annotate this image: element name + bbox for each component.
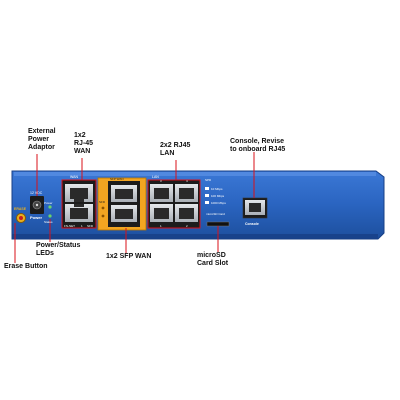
lan-rj45-callout-line2: LAN xyxy=(160,150,175,157)
console-label: Console xyxy=(245,222,259,226)
lan-bottom-1-label: 1 xyxy=(160,224,162,228)
sfp-port-bottom[interactable] xyxy=(111,205,137,222)
sfp-led-2 xyxy=(101,214,105,218)
sfp-side-label: SFD xyxy=(99,200,106,204)
wan-port-top[interactable] xyxy=(65,184,93,202)
speed-title-label: SPD xyxy=(205,178,212,182)
power-adaptor-callout-line3: Adaptor xyxy=(28,144,55,151)
power-adaptor-callout: External Power Adaptor xyxy=(28,128,56,152)
erase-button-core xyxy=(19,216,23,220)
microsd-callout-line2: Card Slot xyxy=(197,260,229,267)
sfp-led-1 xyxy=(101,206,105,210)
lan-top-4-label: 4 xyxy=(186,179,188,183)
dc-rating-label: 12 VDC xyxy=(30,191,43,195)
speed-1000-label: 1000 Mbps xyxy=(211,201,226,205)
lan-port-1[interactable] xyxy=(150,204,173,222)
lan-port-4[interactable] xyxy=(175,184,198,202)
power-led xyxy=(48,205,52,209)
sfp-wan-callout: 1x2 SFP WAN xyxy=(106,253,152,260)
erase-label: ERASE xyxy=(14,207,27,211)
console-callout-line2: to onboard RJ45 xyxy=(230,146,286,153)
lan-rj45-callout-line1: 2x2 RJ45 xyxy=(160,142,191,149)
lan-label: LAN xyxy=(152,175,159,179)
sfp-wan-label: SFP WAN xyxy=(110,177,124,181)
power-status-leds-callout: Power/Status LEDs xyxy=(36,242,80,258)
sfp-port-top[interactable] xyxy=(111,185,137,202)
erase-button-callout: Erase Button xyxy=(4,263,48,270)
panel-labels: ERASE 12 VDC Power Power Status WAN FN-N… xyxy=(14,175,259,228)
lan-rj45-callout: 2x2 RJ45 LAN xyxy=(160,142,190,158)
power-led-label: Power xyxy=(44,201,53,205)
speed-legend-1000-swatch xyxy=(205,201,209,204)
speed-legend-100-swatch xyxy=(205,194,209,197)
status-led-label: Status xyxy=(44,220,53,224)
wan-rj45-callout: 1x2 RJ-45 WAN xyxy=(74,132,93,156)
power-jack-label: Power xyxy=(30,215,42,220)
lan-bottom-2-label: 2 xyxy=(186,224,188,228)
wan-rj45-callout-line1: 1x2 xyxy=(74,132,86,139)
wan-rj45-callout-line3: WAN xyxy=(74,148,91,155)
lan-port-3[interactable] xyxy=(150,184,173,202)
wan-port-bottom[interactable] xyxy=(65,204,93,222)
console-callout-line1: Console, Revise xyxy=(230,138,285,145)
wan-rj45-callout-line2: RJ-45 xyxy=(74,140,94,147)
power-adaptor-callout-line2: Power xyxy=(28,136,50,143)
microsd-slot[interactable] xyxy=(206,221,230,227)
power-adaptor-callout-line1: External xyxy=(28,128,56,135)
console-callout: Console, Revise to onboard RJ45 xyxy=(230,138,285,154)
power-status-leds-callout-line2: LEDs xyxy=(36,250,54,257)
wan-bottom-left-label: FN-NET xyxy=(64,224,75,228)
microsd-callout: microSD Card Slot xyxy=(197,252,228,268)
speed-100-label: 100 Mbps xyxy=(211,194,225,198)
microsd-card-label: microSD Card xyxy=(206,212,225,216)
wan-label: WAN xyxy=(70,175,79,179)
wan-bottom-mid-label: 1 xyxy=(81,224,83,228)
console-port[interactable] xyxy=(245,200,265,215)
microsd-callout-line1: microSD xyxy=(197,252,226,259)
power-jack-pin xyxy=(35,203,39,207)
speed-legend-10-swatch xyxy=(205,187,209,190)
lan-top-3-label: 3 xyxy=(160,179,162,183)
power-status-leds-callout-line1: Power/Status xyxy=(36,242,81,249)
callout-lines xyxy=(14,152,255,263)
chassis-bottom-shadow xyxy=(12,234,378,239)
chassis-top-highlight xyxy=(14,172,376,176)
status-led xyxy=(48,214,52,218)
speed-10-label: 10 Mbps xyxy=(211,187,223,191)
lan-port-2[interactable] xyxy=(175,204,198,222)
wan-bottom-right-label: SFD xyxy=(87,224,94,228)
